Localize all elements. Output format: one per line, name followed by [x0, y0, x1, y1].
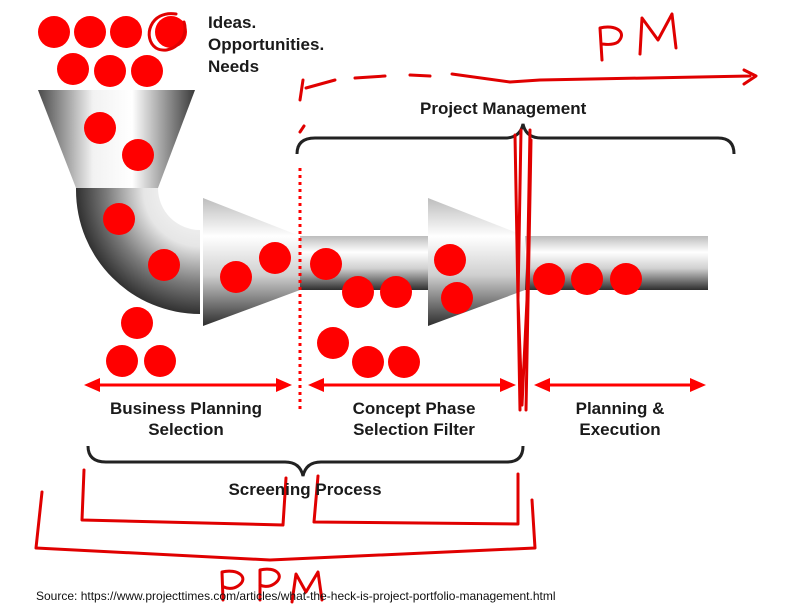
ball — [220, 261, 252, 293]
ball — [131, 55, 163, 87]
ball — [57, 53, 89, 85]
scribble-ppm — [220, 567, 324, 604]
ball — [571, 263, 603, 295]
source-citation: Source: https://www.projecttimes.com/art… — [36, 589, 556, 603]
screening-process-label: Screening Process — [228, 480, 382, 499]
stage-label-line-1: Concept Phase — [352, 399, 476, 418]
ball — [533, 263, 565, 295]
ball — [94, 55, 126, 87]
input-label: Ideas. Opportunities. Needs — [208, 12, 324, 78]
stage-label-planning-execution: Planning & Execution — [540, 398, 700, 440]
ball — [110, 16, 142, 48]
stage-label-line-2: Selection — [148, 420, 224, 439]
scribble-vertical — [513, 128, 533, 412]
ball — [122, 139, 154, 171]
ball — [259, 242, 291, 274]
ball — [310, 248, 342, 280]
project-management-label: Project Management — [420, 99, 587, 118]
stage-arrows — [84, 378, 706, 392]
stage-label-line-1: Planning & — [575, 399, 665, 418]
ball — [155, 16, 187, 48]
scribble-ppm-bracket — [34, 490, 537, 562]
ball — [103, 203, 135, 235]
stage-label-line-1: Business Planning — [109, 399, 263, 418]
scribble-pm — [598, 12, 678, 62]
funnel-elbow — [76, 188, 200, 314]
input-label-line-2: Opportunities. — [208, 35, 325, 54]
ball — [84, 112, 116, 144]
stage-label-concept-phase: Concept Phase Selection Filter — [324, 398, 504, 440]
scribble-bracket-left — [80, 468, 288, 527]
stage-label-line-2: Selection Filter — [353, 420, 475, 439]
ball — [610, 263, 642, 295]
ball — [144, 345, 176, 377]
scribble-circle — [147, 12, 187, 52]
ball — [148, 249, 180, 281]
screening-process-bracket — [86, 445, 525, 477]
input-label-line-1: Ideas. — [208, 13, 257, 32]
ball — [380, 276, 412, 308]
scribble-left-hook — [298, 78, 306, 134]
stage-cone-1 — [203, 198, 300, 326]
ball — [388, 346, 420, 378]
scribble-arrow-line — [304, 68, 758, 90]
handwritten-annotations — [34, 12, 758, 604]
ball — [434, 244, 466, 276]
ball — [441, 282, 473, 314]
ball — [317, 327, 349, 359]
funnel-cone — [38, 90, 195, 188]
input-label-line-3: Needs — [208, 57, 260, 76]
ball — [352, 346, 384, 378]
ball — [121, 307, 153, 339]
ball — [38, 16, 70, 48]
project-management-bracket — [295, 123, 736, 155]
stage-label-line-2: Execution — [579, 420, 661, 439]
ball — [342, 276, 374, 308]
stage-label-business-planning: Business Planning Selection — [96, 398, 276, 440]
ball — [74, 16, 106, 48]
idea-balls — [38, 16, 642, 378]
ball — [106, 345, 138, 377]
scribble-bracket-right — [312, 472, 520, 526]
